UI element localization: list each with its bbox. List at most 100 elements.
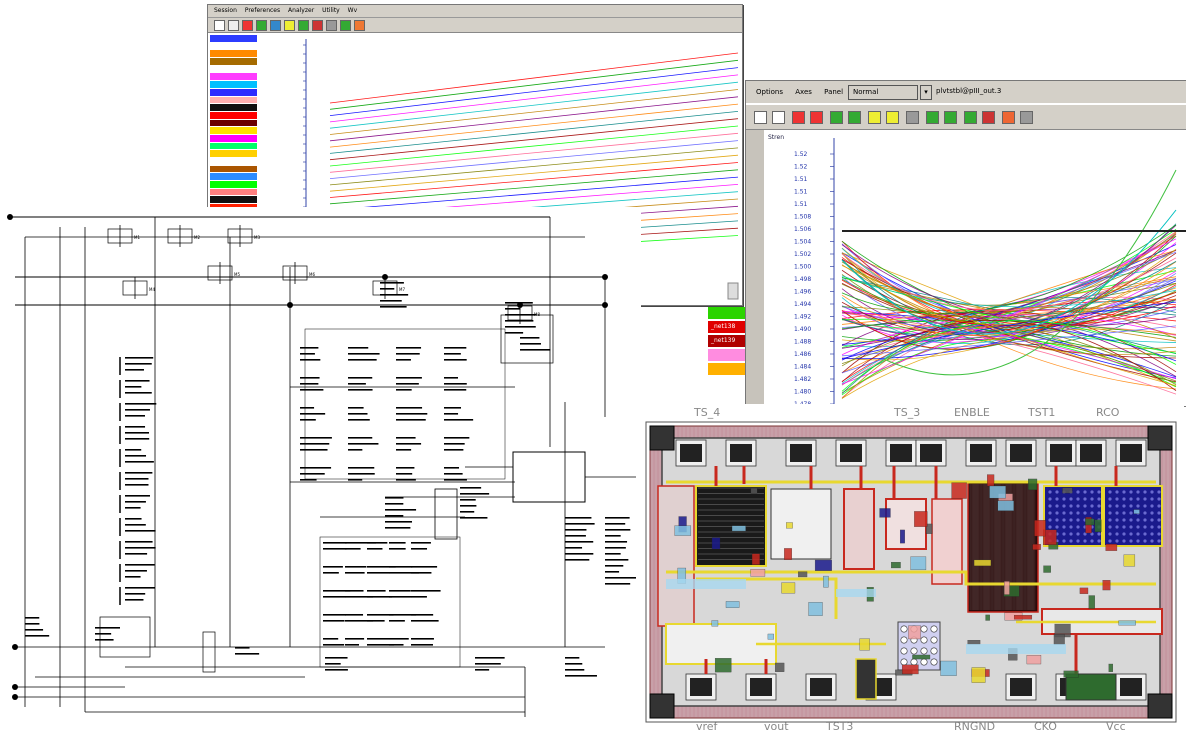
via (1062, 539, 1066, 543)
rectangle-tool-icon[interactable] (772, 111, 785, 124)
via (1090, 504, 1094, 508)
legend-swatch[interactable] (210, 65, 257, 74)
grid-tool-icon[interactable] (906, 111, 919, 124)
delete-trace-icon[interactable] (312, 20, 323, 31)
standard-cell (786, 522, 793, 529)
label-text (345, 638, 365, 640)
calculator-tool-icon[interactable] (1020, 111, 1033, 124)
legend-swatch[interactable] (210, 165, 257, 174)
fit-tool-icon[interactable] (256, 20, 267, 31)
strip-tool-icon[interactable] (886, 111, 899, 124)
legend-swatch[interactable] (210, 142, 257, 151)
legend-swatch[interactable] (210, 150, 257, 158)
delete-marker-icon[interactable] (810, 111, 823, 124)
label-text (565, 553, 594, 555)
axis-tool-icon[interactable] (270, 20, 281, 31)
label-text (385, 521, 413, 523)
label-text (380, 288, 395, 290)
menu-utility[interactable]: Utility (322, 7, 340, 14)
chip-layout[interactable]: TS_4 TS_3 ENBLE TST1 RCO vref vout TST3 … (636, 404, 1184, 734)
pin-label: vref (696, 720, 718, 733)
legend-swatch[interactable] (210, 196, 257, 205)
menu-analyzer[interactable]: Analyzer (288, 7, 315, 14)
legend-entry[interactable]: _net138 (708, 321, 754, 333)
marker-tool-icon[interactable] (792, 111, 805, 124)
menu-axes[interactable]: Axes (795, 88, 812, 96)
trace-legend-2[interactable]: _net138 _net139 (708, 307, 754, 407)
legend-swatch[interactable] (210, 73, 257, 82)
analog-block (1065, 673, 1117, 701)
via (1069, 504, 1073, 508)
legend-swatch[interactable] (210, 188, 257, 197)
menu-options[interactable]: Options (756, 88, 784, 96)
legend-swatch[interactable] (210, 96, 257, 105)
dropdown-arrow-icon[interactable]: ▾ (920, 85, 932, 100)
label-text (95, 633, 112, 635)
zoom-tool-icon[interactable] (228, 20, 239, 31)
zoom-out-icon[interactable] (848, 111, 861, 124)
standard-cell (879, 508, 891, 518)
legend-swatch[interactable] (210, 111, 257, 120)
grid-tool-icon[interactable] (326, 20, 337, 31)
delete-trace-icon[interactable] (982, 111, 995, 124)
add-trace-icon[interactable] (926, 111, 939, 124)
menu-panel[interactable]: Panel (824, 88, 844, 96)
legend-entry[interactable] (708, 307, 754, 319)
legend-swatch[interactable] (210, 173, 257, 182)
legend-swatch[interactable] (210, 58, 257, 66)
label-text (300, 467, 332, 469)
marker-tool-icon[interactable] (242, 20, 253, 31)
label-text (396, 383, 419, 385)
legend-swatch[interactable] (210, 35, 257, 43)
via (1115, 532, 1119, 536)
cursor-tool-icon[interactable] (944, 111, 957, 124)
select-tool-icon[interactable] (754, 111, 767, 124)
legend-entry[interactable]: _net139 (708, 335, 754, 347)
label-text (345, 572, 365, 574)
label-text (125, 363, 152, 365)
via (1090, 511, 1094, 515)
fit-tool-icon[interactable] (868, 111, 881, 124)
legend-swatch[interactable] (210, 104, 257, 112)
y-tick-label: 1.496 (794, 289, 811, 296)
legend-swatch[interactable] (210, 134, 257, 143)
label-text (235, 653, 260, 655)
legend-swatch[interactable] (210, 81, 257, 89)
strip-tool-icon[interactable] (284, 20, 295, 31)
add-trace-icon[interactable] (298, 20, 309, 31)
trace-mode-select[interactable]: Normal (848, 85, 918, 100)
legend-swatch[interactable] (210, 42, 257, 51)
cursor-tool-icon[interactable] (340, 20, 351, 31)
label-text (505, 320, 534, 322)
label-text (411, 548, 428, 550)
label-text (411, 644, 433, 646)
legend-entry[interactable] (708, 349, 754, 361)
waveform-trace (329, 89, 739, 135)
menu-window[interactable]: Wv (347, 7, 358, 14)
legend-swatch[interactable] (210, 50, 257, 59)
bond-pad (1010, 678, 1032, 696)
print-tool-icon[interactable] (354, 20, 365, 31)
axis-tool-icon[interactable] (964, 111, 977, 124)
legend-swatch[interactable] (210, 119, 257, 128)
waveform-trace (329, 52, 739, 104)
legend-swatch[interactable] (210, 181, 257, 189)
waveform-trace (841, 224, 1177, 314)
zoom-in-icon[interactable] (830, 111, 843, 124)
waveform-trace (841, 231, 1177, 331)
menu-preferences[interactable]: Preferences (244, 7, 281, 14)
via (1108, 518, 1112, 522)
legend-entry[interactable] (708, 363, 754, 375)
via (1115, 504, 1119, 508)
label-text (125, 484, 149, 486)
legend-swatch[interactable] (210, 127, 257, 135)
print-tool-icon[interactable] (1002, 111, 1015, 124)
bond-pad (750, 678, 772, 696)
select-tool-icon[interactable] (214, 20, 225, 31)
label-text (300, 449, 328, 451)
legend-swatch[interactable] (210, 158, 257, 166)
menu-session[interactable]: Session (214, 7, 237, 14)
legend-swatch[interactable] (210, 88, 257, 97)
